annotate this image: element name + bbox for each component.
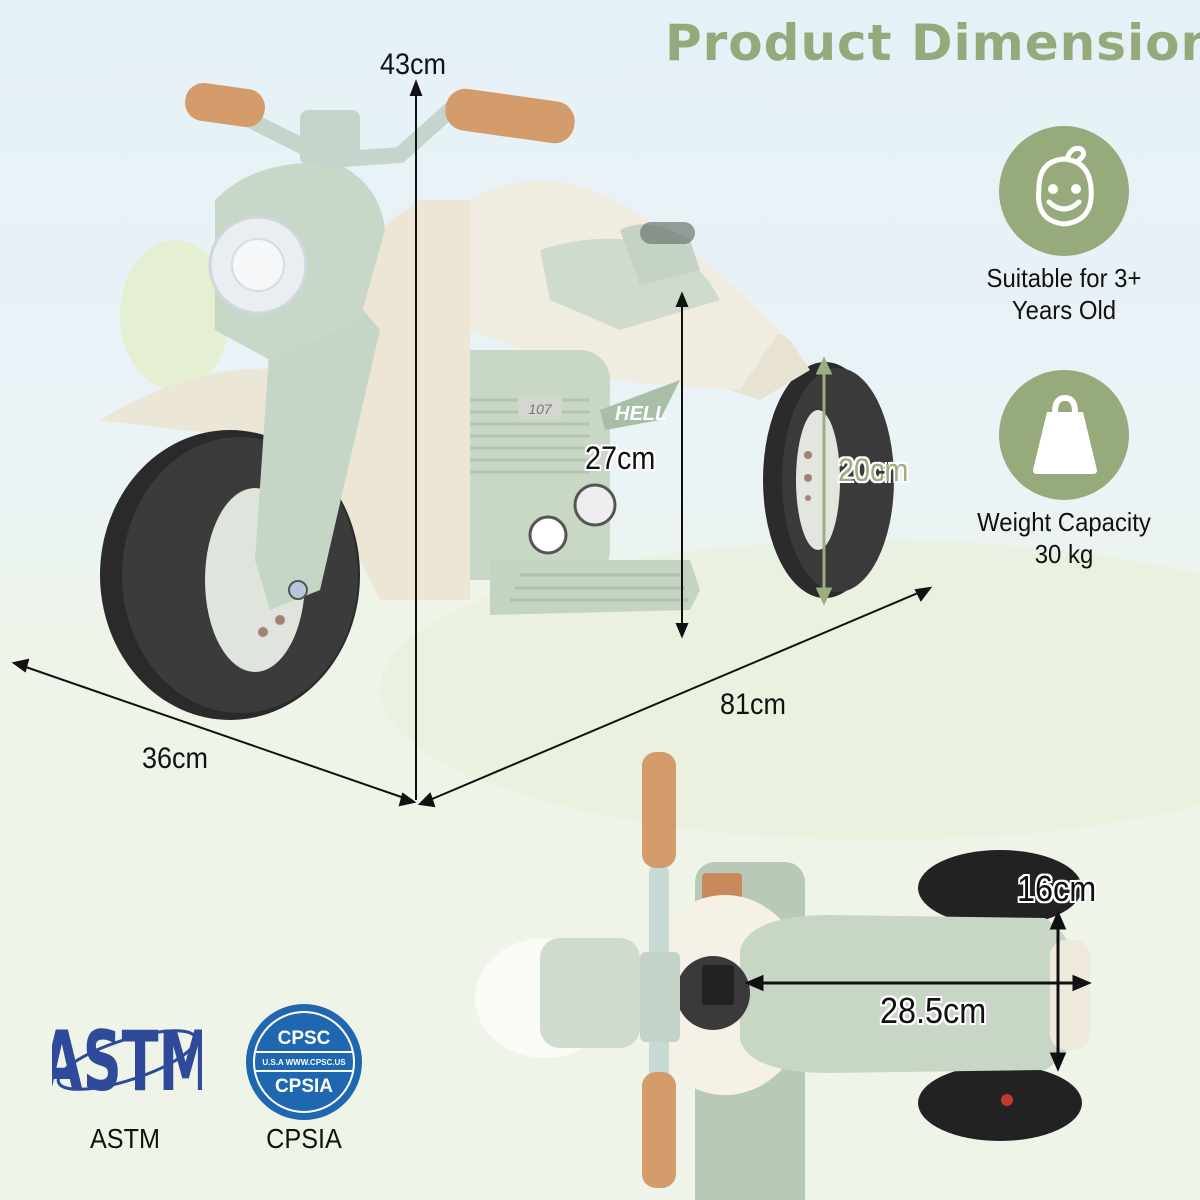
top-left-grip — [642, 752, 676, 868]
astm-logo-icon: ASTM — [52, 1014, 202, 1110]
top-right-grip — [642, 1072, 676, 1188]
dimension-seat-length-label: 28.5cm — [880, 990, 987, 1031]
dimension-wheel-diameter-label: 20cm — [838, 452, 909, 488]
svg-text:CPSC: CPSC — [278, 1028, 331, 1049]
svg-text:U.S.A WWW.CPSC.US: U.S.A WWW.CPSC.US — [262, 1058, 346, 1067]
feature-weight-text: Weight Capacity 30 kg — [977, 507, 1151, 569]
dimension-length-label: 81cm — [720, 688, 787, 721]
feature-age-badge — [999, 126, 1129, 256]
dimension-width-label: 36cm — [142, 742, 209, 775]
motorcycle-side-view-image: 107 HELL — [11, 79, 933, 808]
certification-cpsia-label: CPSIA — [266, 1123, 342, 1154]
left-grip — [185, 82, 265, 128]
cpsc-logo-icon: CPSC U.S.A WWW.CPSC.US CPSIA — [246, 1004, 362, 1120]
dimension-seat-height-label: 27cm — [585, 440, 656, 476]
weight-icon — [1033, 394, 1097, 474]
feature-age-text: Suitable for 3+ Years Old — [986, 263, 1142, 325]
certification-astm-label: ASTM — [89, 1123, 161, 1154]
motorcycle-top-view-image — [475, 752, 1092, 1200]
svg-text:ASTM: ASTM — [52, 1014, 202, 1110]
svg-text:CPSIA: CPSIA — [275, 1076, 333, 1097]
right-grip — [445, 88, 575, 144]
dimension-height-label: 43cm — [380, 48, 447, 81]
svg-text:107: 107 — [528, 401, 553, 417]
feature-weight-badge — [999, 370, 1129, 500]
page-title: Product Dimension — [665, 14, 1200, 72]
svg-text:HELL: HELL — [615, 403, 667, 425]
baby-face-icon — [1036, 146, 1094, 227]
dimension-seat-width-label: 16cm — [1017, 868, 1097, 909]
